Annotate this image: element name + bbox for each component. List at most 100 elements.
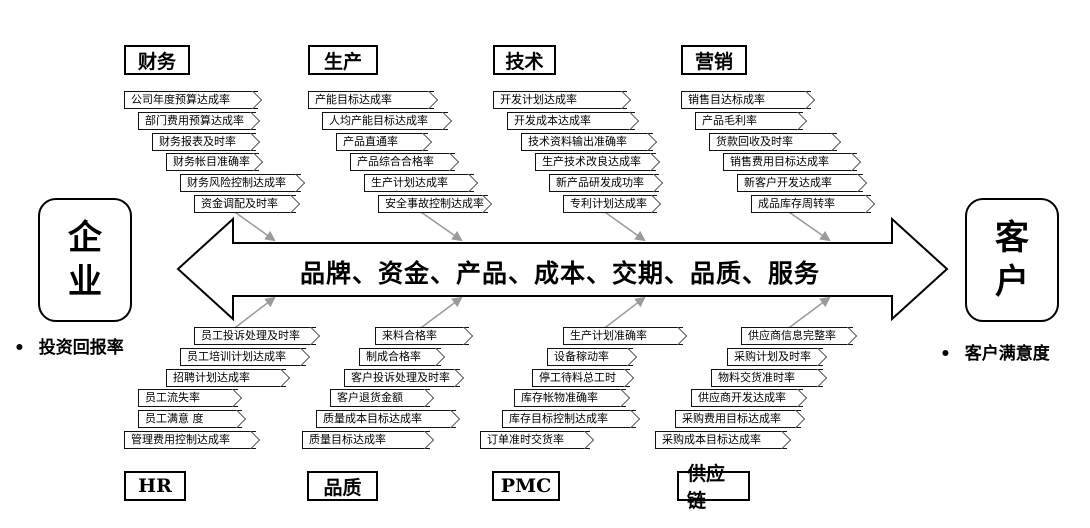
production-metric-tag: 安全事故控制达成率 bbox=[378, 195, 488, 213]
supply-chain-metric-label: 物料交货准时率 bbox=[718, 370, 795, 384]
satisfaction-label: 客户满意度 bbox=[964, 344, 1050, 364]
technology-metric-tag: 生产技术改良达成率 bbox=[535, 153, 656, 172]
production-metric-label: 生产计划达成率 bbox=[371, 176, 448, 190]
customer-char-2: 户 bbox=[995, 262, 1029, 302]
bullet-icon: • bbox=[940, 344, 951, 364]
supply-chain-metric-tag: 物料交货准时率 bbox=[711, 368, 823, 387]
pmc-metric-tag: 库存目标控制达成率 bbox=[502, 410, 636, 429]
production-metric-label: 产能目标达成率 bbox=[315, 93, 392, 106]
marketing-metric-label: 成品库存周转率 bbox=[758, 197, 835, 210]
finance-category-box: 财务 bbox=[124, 45, 190, 75]
hr-category-box: HR bbox=[124, 471, 186, 501]
pmc-metric-label: 生产计划准确率 bbox=[570, 329, 647, 342]
production-metric-label: 产品综合合格率 bbox=[357, 155, 434, 169]
technology-rib-arrow bbox=[601, 209, 646, 242]
finance-metric-tag: 财务风险控制达成率 bbox=[180, 174, 301, 193]
technology-metric-label: 生产技术改良达成率 bbox=[542, 155, 641, 169]
central-banner: 品牌、资金、产品、成本、交期、品质、服务 bbox=[299, 259, 820, 288]
quality-metric-label: 客户投诉处理及时率 bbox=[351, 370, 450, 384]
company-box: 企 业 bbox=[38, 198, 132, 322]
finance-metric-tag: 部门费用预算达成率 bbox=[138, 111, 256, 130]
pmc-metric-label: 停工待料总工时 bbox=[539, 370, 616, 384]
marketing-metric-tag: 成品库存周转率 bbox=[751, 195, 871, 213]
quality-metric-label: 质量成本目标达成率 bbox=[323, 412, 422, 426]
production-metric-tag: 人均产能目标达成率 bbox=[322, 111, 448, 130]
finance-metric-label: 资金调配及时率 bbox=[201, 197, 278, 210]
supply-chain-metric-tag: 采购计划及时率 bbox=[727, 347, 823, 366]
supply-chain-metric-tag: 供应商开发达成率 bbox=[691, 389, 803, 408]
technology-category-box: 技术 bbox=[493, 45, 556, 75]
hr-metric-tag: 管理费用控制达成率 bbox=[124, 431, 256, 449]
marketing-category-box: 营销 bbox=[681, 45, 747, 75]
quality-metric-tag: 质量目标达成率 bbox=[302, 431, 430, 449]
technology-metric-label: 技术资料输出准确率 bbox=[528, 134, 627, 148]
finance-metric-tag: 财务帐目准确率 bbox=[166, 153, 259, 172]
customer-char-1: 客 bbox=[995, 218, 1029, 258]
marketing-metric-tag: 销售目达标成率 bbox=[681, 91, 811, 109]
pmc-metric-label: 设备稼动率 bbox=[554, 349, 609, 363]
quality-metric-tag: 客户投诉处理及时率 bbox=[344, 368, 460, 387]
central-double-arrow bbox=[176, 216, 949, 322]
pmc-metric-tag: 停工待料总工时 bbox=[532, 368, 630, 387]
hr-metric-tag: 员工流失率 bbox=[138, 389, 238, 408]
production-metric-tag: 产能目标达成率 bbox=[308, 91, 434, 109]
quality-metric-label: 来料合格率 bbox=[382, 329, 437, 342]
marketing-metric-label: 新客户开发达成率 bbox=[744, 176, 832, 190]
hr-metric-tag: 员工投诉处理及时率 bbox=[194, 327, 316, 345]
marketing-metric-label: 销售费用目标达成率 bbox=[730, 155, 829, 169]
finance-metric-label: 部门费用预算达成率 bbox=[145, 113, 244, 127]
hr-metric-label: 管理费用控制达成率 bbox=[131, 433, 230, 446]
supply-chain-metric-tag: 供应商信息完整率 bbox=[741, 327, 853, 345]
hr-metric-label: 员工投诉处理及时率 bbox=[201, 329, 300, 342]
company-char-2: 业 bbox=[68, 262, 102, 302]
technology-metric-label: 开发计划达成率 bbox=[500, 93, 577, 106]
marketing-rib-arrow bbox=[785, 209, 831, 242]
hr-metric-tag: 招聘计划达成率 bbox=[166, 368, 286, 387]
hr-rib-arrow bbox=[231, 296, 276, 331]
quality-rib-arrow bbox=[417, 296, 463, 331]
production-category-box: 生产 bbox=[308, 45, 378, 75]
finance-metric-tag: 公司年度预算达成率 bbox=[124, 91, 258, 109]
customer-note: • 客户满意度 bbox=[940, 339, 1050, 364]
supply-chain-metric-tag: 采购成本目标达成率 bbox=[655, 431, 787, 449]
supply-chain-metric-tag: 采购费用目标达成率 bbox=[675, 410, 801, 429]
marketing-metric-tag: 销售费用目标达成率 bbox=[723, 153, 857, 172]
pmc-metric-label: 库存帐物准确率 bbox=[521, 391, 598, 405]
production-metric-label: 人均产能目标达成率 bbox=[329, 113, 428, 127]
hr-metric-label: 员工培训计划达成率 bbox=[187, 349, 286, 363]
quality-metric-label: 客户退货金额 bbox=[337, 391, 403, 405]
marketing-metric-label: 销售目达标成率 bbox=[688, 93, 765, 106]
hr-metric-tag: 员工满意 度 bbox=[138, 410, 242, 429]
technology-metric-label: 专利计划达成率 bbox=[570, 197, 647, 210]
finance-rib-arrow bbox=[231, 209, 276, 242]
quality-metric-tag: 客户退货金额 bbox=[330, 389, 430, 408]
pmc-metric-label: 库存目标控制达成率 bbox=[509, 412, 608, 426]
technology-metric-tag: 新产品研发成功率 bbox=[549, 174, 659, 193]
quality-metric-label: 质量目标达成率 bbox=[309, 433, 386, 446]
technology-metric-tag: 开发计划达成率 bbox=[493, 91, 627, 109]
bullet-icon: • bbox=[14, 338, 25, 358]
pmc-metric-label: 订单准时交货率 bbox=[487, 433, 564, 446]
fishbone-ribs bbox=[231, 209, 831, 331]
supply-chain-category-box: 供应链 bbox=[677, 463, 750, 512]
company-char-1: 企 bbox=[68, 218, 102, 258]
roi-label: 投资回报率 bbox=[38, 338, 124, 358]
quality-metric-tag: 来料合格率 bbox=[375, 327, 469, 345]
pmc-metric-tag: 生产计划准确率 bbox=[563, 327, 683, 345]
pmc-category-box: PMC bbox=[492, 471, 560, 501]
production-metric-tag: 产品综合合格率 bbox=[350, 153, 455, 172]
hr-metric-tag: 员工培训计划达成率 bbox=[180, 347, 306, 366]
quality-category-box: 品质 bbox=[307, 471, 378, 501]
technology-metric-label: 开发成本达成率 bbox=[514, 113, 591, 127]
hr-metric-label: 员工满意 度 bbox=[145, 412, 204, 426]
supply-chain-metric-label: 采购费用目标达成率 bbox=[682, 412, 781, 426]
technology-metric-tag: 开发成本达成率 bbox=[507, 111, 635, 130]
supply-chain-metric-label: 采购成本目标达成率 bbox=[662, 433, 761, 446]
finance-metric-label: 公司年度预算达成率 bbox=[131, 93, 230, 106]
marketing-metric-label: 产品毛利率 bbox=[702, 113, 757, 127]
supply-chain-rib-arrow bbox=[785, 296, 831, 331]
finance-metric-label: 财务风险控制达成率 bbox=[187, 176, 286, 190]
customer-box: 客 户 bbox=[965, 198, 1059, 322]
pmc-metric-tag: 订单准时交货率 bbox=[480, 431, 590, 449]
